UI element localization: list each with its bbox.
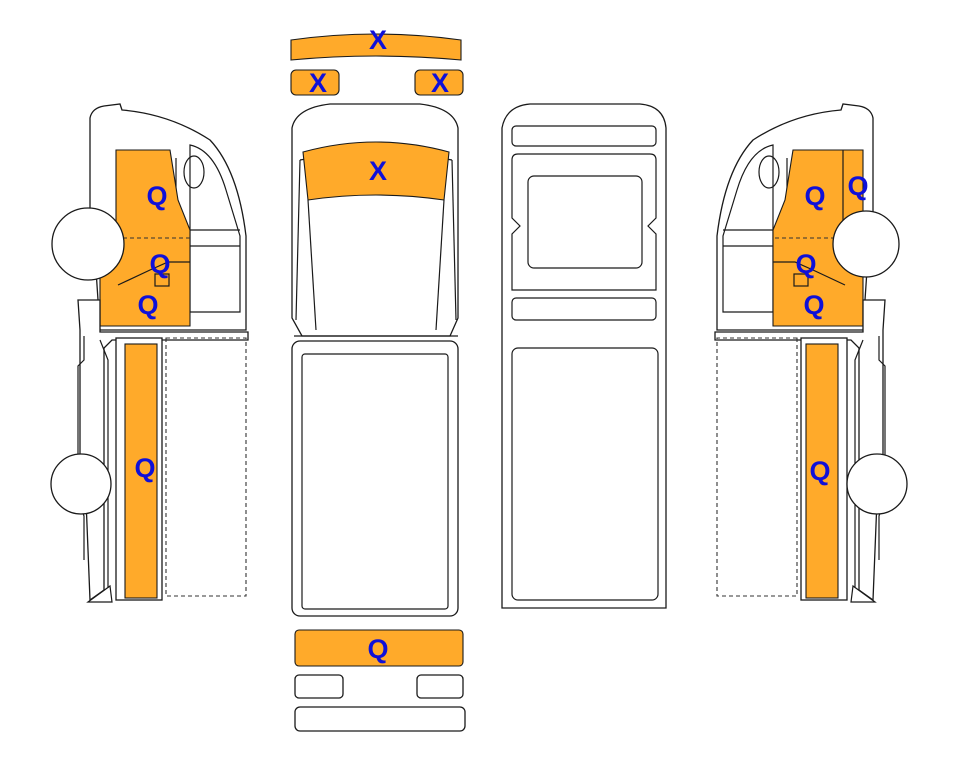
marker-right-door-low: Q [803, 290, 824, 320]
windshield-area[interactable] [302, 141, 450, 201]
roof-left-area[interactable] [290, 69, 340, 96]
roof-pieces [290, 33, 464, 96]
damage-markers: X X X X Q Q Q Q Q Q Q Q Q Q [134, 25, 868, 664]
cargo-body-outline [291, 340, 459, 617]
cab-top-view [291, 103, 466, 732]
left-sill-area[interactable] [124, 343, 158, 599]
left-side-view [50, 103, 249, 603]
marker-right-door-mid: Q [795, 249, 816, 279]
rear-top-view [501, 103, 667, 609]
left-front-wheel [51, 207, 125, 281]
marker-windshield: X [369, 156, 387, 186]
front-bumper-area[interactable] [294, 629, 464, 667]
marker-left-door-mid: Q [149, 249, 170, 279]
marker-left-door-low: Q [137, 290, 158, 320]
right-sill-area[interactable] [805, 343, 839, 599]
marker-left-door-upper: Q [146, 181, 167, 211]
marker-right-door-upper: Q [804, 181, 825, 211]
marker-right-door-upper-edge: Q [847, 171, 868, 201]
roof-right-area[interactable] [414, 69, 464, 96]
roof-top-area[interactable] [290, 33, 462, 61]
right-side-view [714, 103, 908, 603]
marker-roof-left: X [309, 68, 327, 98]
left-rear-wheel [50, 453, 112, 515]
marker-left-sill: Q [134, 453, 155, 483]
marker-right-sill: Q [809, 456, 830, 486]
right-front-wheel [832, 210, 900, 278]
marker-roof-right: X [431, 68, 449, 98]
marker-front-bumper: Q [367, 634, 388, 664]
right-rear-wheel [846, 453, 908, 515]
cab-outline [291, 103, 459, 337]
marker-roof-top: X [369, 25, 387, 55]
rear-outline [501, 103, 667, 609]
